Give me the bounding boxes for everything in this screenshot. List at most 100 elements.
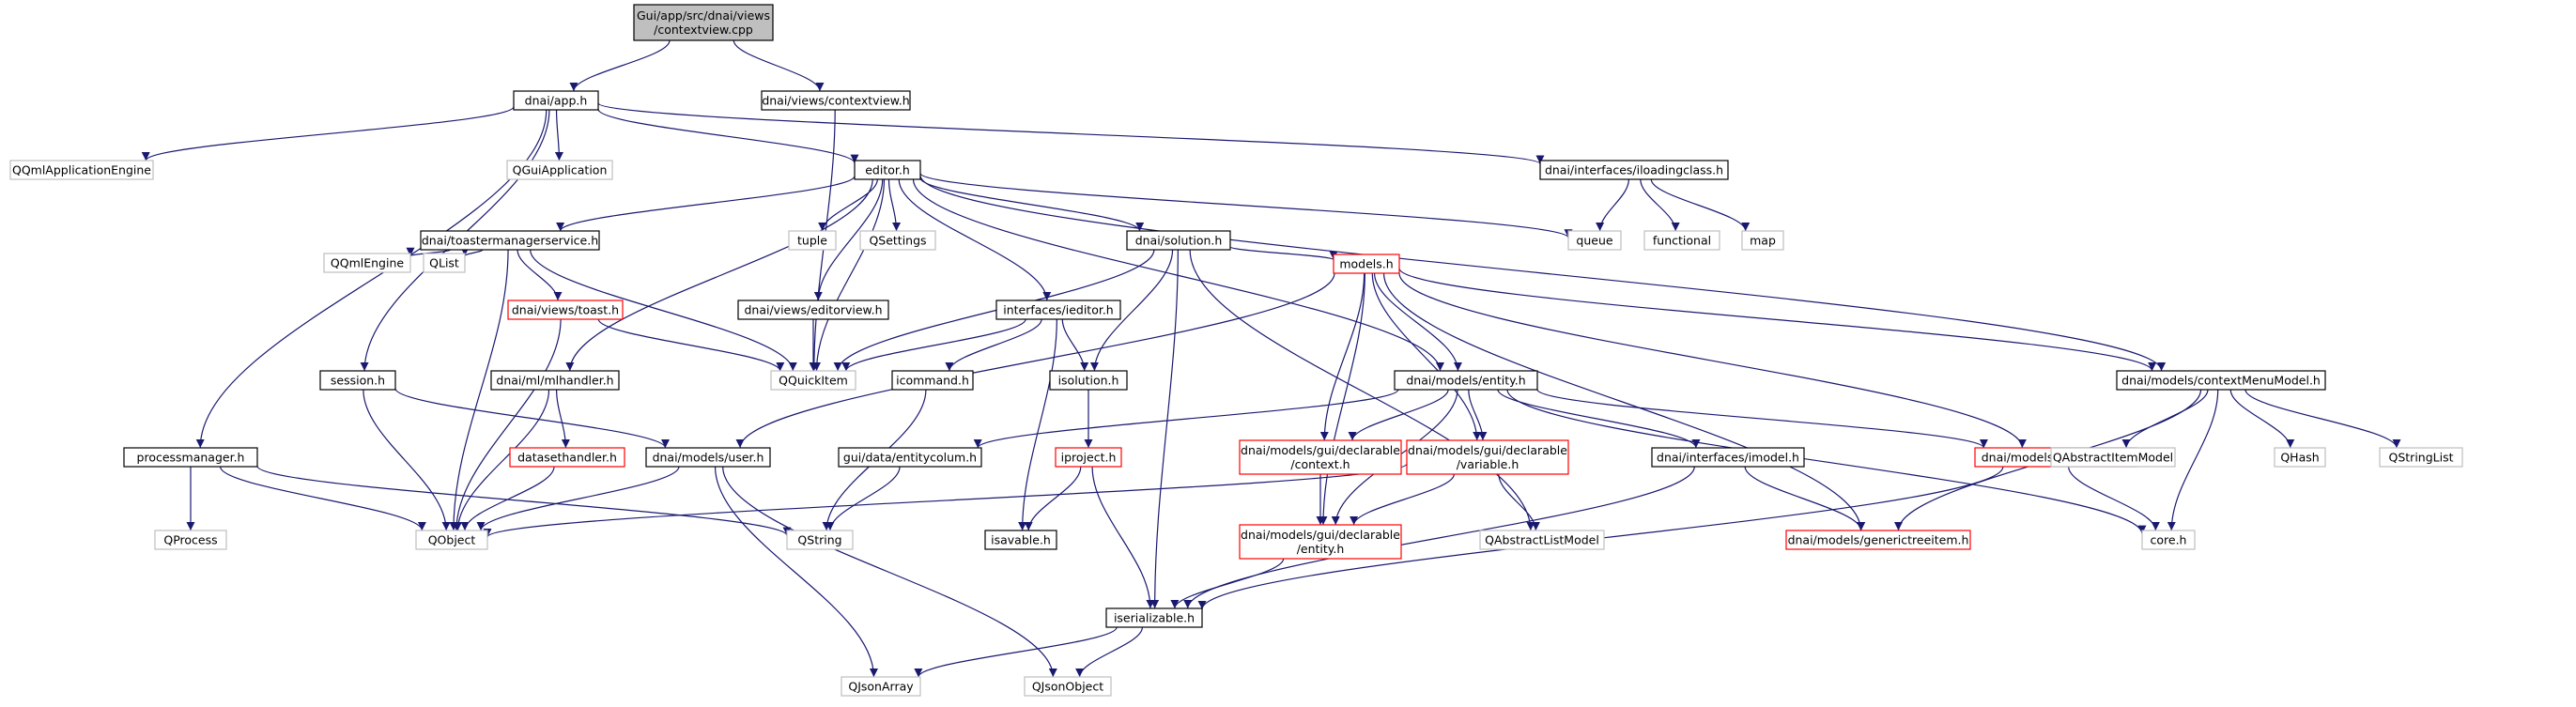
dependency-edge [362, 389, 451, 531]
dependency-edge [1371, 272, 1482, 441]
node-qprocess[interactable]: QProcess [154, 530, 227, 550]
node-qjsonobject[interactable]: QJsonObject [1024, 676, 1112, 697]
node-qsettings[interactable]: QSettings [859, 230, 936, 251]
dependency-edge [452, 318, 562, 531]
node-box [154, 530, 227, 550]
node-toast-h[interactable]: dnai/views/toast.h [507, 300, 624, 320]
node-label: QAbstractListModel [1485, 533, 1599, 547]
node-root[interactable]: Gui/app/src/dnai/views/contextview.cpp [633, 4, 774, 41]
node-qstring[interactable]: QString [786, 530, 854, 550]
node-user-h[interactable]: dnai/models/user.h [645, 447, 771, 468]
node-box [2116, 370, 2326, 391]
dependency-edge [394, 388, 670, 449]
node-label: dnai/ml/mlhandler.h [496, 374, 613, 388]
node-editorview-h[interactable]: dnai/views/editorview.h [737, 300, 889, 320]
node-core-h[interactable]: core.h [2141, 530, 2196, 550]
node-toastermanagerservice-h[interactable]: dnai/toastermanagerservice.h [420, 230, 600, 251]
dependency-edge [460, 466, 555, 531]
dependency-edge [1398, 268, 2156, 372]
node-qobject[interactable]: QObject [415, 530, 488, 550]
node-label: /variable.h [1457, 457, 1519, 471]
dependency-edge [554, 109, 563, 161]
node-iserializable-h[interactable]: iserializable.h [1105, 607, 1203, 628]
node-models-entity-h[interactable]: dnai/models/entity.h [1394, 370, 1538, 391]
node-box [859, 230, 936, 251]
node-label: QHash [2280, 451, 2319, 465]
node-label: tuple [797, 234, 827, 248]
node-qqmlengine[interactable]: QQmlEngine [323, 253, 411, 273]
node-box [1539, 160, 1729, 180]
node-box [1651, 447, 1805, 468]
node-datasethandler-h[interactable]: datasethandler.h [509, 447, 625, 468]
node-ieditor-h[interactable]: interfaces/ieditor.h [995, 300, 1121, 320]
node-editor-h[interactable]: editor.h [854, 160, 921, 180]
node-box [1333, 254, 1400, 274]
node-box [770, 370, 856, 391]
node-functional[interactable]: functional [1643, 230, 1720, 251]
node-isavable-h[interactable]: isavable.h [984, 530, 1057, 550]
node-qqmlapplicationengine[interactable]: QQmlApplicationEngine [9, 160, 154, 180]
node-qabstractitemmodel[interactable]: QAbstractItemModel [2050, 447, 2176, 468]
node-imodel-h[interactable]: dnai/interfaces/imodel.h [1651, 447, 1805, 468]
dependency-edge [219, 466, 426, 531]
node-session-h[interactable]: session.h [319, 370, 396, 391]
dependency-edge [973, 389, 1399, 449]
dependency-edge [565, 178, 873, 372]
node-isolution-h[interactable]: isolution.h [1049, 370, 1128, 391]
dependency-edge [919, 177, 1145, 232]
node-box [645, 447, 771, 468]
node-qlist[interactable]: QList [423, 253, 466, 273]
node-solution-h[interactable]: dnai/solution.h [1126, 230, 1231, 251]
dependency-edge [1498, 473, 1540, 531]
dependency-edge [1089, 249, 1174, 372]
node-box [1239, 524, 1402, 560]
node-qguiapplication[interactable]: QGuiApplication [506, 160, 613, 180]
node-iproject-h[interactable]: iproject.h [1055, 447, 1122, 468]
node-views-contextview-h[interactable]: dnai/views/contextview.h [761, 90, 911, 111]
node-qquickitem[interactable]: QQuickItem [770, 370, 856, 391]
node-label: dnai/models/contextMenuModel.h [2121, 374, 2321, 388]
node-box [1567, 230, 1622, 251]
node-qjsonarray[interactable]: QJsonArray [841, 676, 921, 697]
node-box [9, 160, 154, 180]
node-processmanager-h[interactable]: processmanager.h [123, 447, 258, 468]
node-contextmenumodel-h[interactable]: dnai/models/contextMenuModel.h [2116, 370, 2326, 391]
node-mlhandler-h[interactable]: dnai/ml/mlhandler.h [490, 370, 620, 391]
node-label: iserializable.h [1114, 611, 1195, 625]
node-models-h[interactable]: models.h [1333, 254, 1400, 274]
node-qabstractlistmodel[interactable]: QAbstractListModel [1479, 530, 1605, 550]
node-box [854, 160, 921, 180]
node-qhash[interactable]: QHash [2274, 447, 2326, 468]
node-box [891, 370, 974, 391]
node-label: core.h [2151, 533, 2187, 547]
node-generictreeitem-h[interactable]: dnai/models/generictreeitem.h [1785, 530, 1971, 550]
node-tuple[interactable]: tuple [788, 230, 837, 251]
node-box [788, 230, 837, 251]
node-declarable-variable-h[interactable]: dnai/models/gui/declarable/variable.h [1406, 439, 1569, 475]
node-label: QList [429, 256, 459, 270]
node-queue[interactable]: queue [1567, 230, 1622, 251]
dependency-edge [1398, 272, 2027, 449]
dependency-edge [1170, 558, 1285, 609]
node-box [1239, 439, 1402, 475]
node-app-h[interactable]: dnai/app.h [513, 90, 599, 111]
node-declarable-context-h[interactable]: dnai/models/gui/declarable/context.h [1239, 439, 1402, 475]
node-label: processmanager.h [137, 451, 245, 465]
node-box [841, 676, 921, 697]
node-icommand-h[interactable]: icommand.h [891, 370, 974, 391]
node-label: dnai/solution.h [1135, 234, 1223, 248]
dependency-edge [460, 247, 484, 257]
dependency-edge [1319, 272, 1365, 526]
dependency-edge [195, 109, 548, 449]
node-box [1406, 439, 1569, 475]
node-box [2141, 530, 2196, 550]
node-map[interactable]: map [1741, 230, 1784, 251]
dependency-edge [1348, 389, 1449, 441]
node-qstringlist[interactable]: QStringList [2379, 447, 2463, 468]
node-iloadingclass-h[interactable]: dnai/interfaces/iloadingclass.h [1539, 160, 1729, 180]
node-label: QObject [428, 533, 476, 547]
node-label: dnai/toastermanagerservice.h [422, 234, 598, 248]
node-declarable-entity-h[interactable]: dnai/models/gui/declarable/entity.h [1239, 524, 1402, 560]
dependency-edge [813, 178, 884, 301]
node-entitycolum-h[interactable]: gui/data/entitycolum.h [838, 447, 982, 468]
